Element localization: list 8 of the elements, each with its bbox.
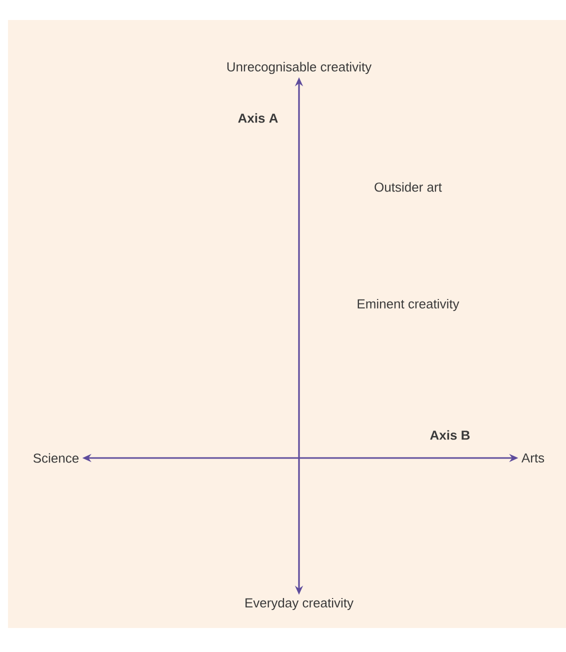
axis-end-label: Everyday creativity	[246, 598, 354, 610]
region-label: Eminent creativity	[358, 298, 460, 312]
axis-end-label: Unrecognisable creativity	[227, 62, 372, 74]
axis-end-label: Arts	[521, 453, 544, 463]
axis-end-label: Science	[33, 453, 79, 463]
axis-label: Axis B	[430, 430, 470, 440]
region-label: Outsider art	[374, 182, 442, 192]
axis-label: Axis A	[238, 113, 278, 123]
